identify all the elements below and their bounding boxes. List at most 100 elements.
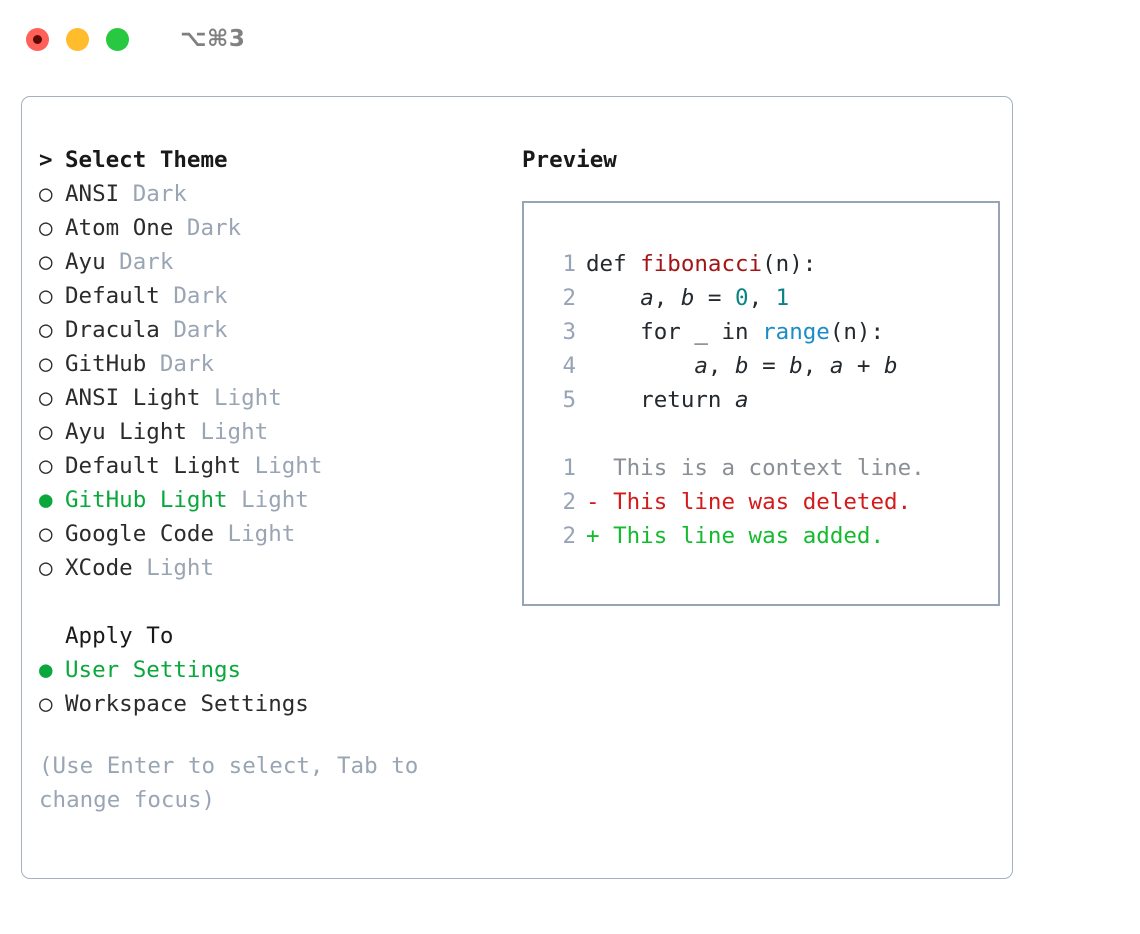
radio-unselected-icon: ○ [39,521,53,547]
code-token-plain: , [802,353,830,379]
main-panel: > Select Theme ○ANSI Dark○Atom One Dark○… [21,96,1013,879]
theme-option-tag: Light [227,487,309,513]
theme-option-xcode[interactable]: ○ XCode Light [39,551,501,585]
code-token-call: range [762,319,830,345]
theme-option-tag: Light [214,521,296,547]
diff-sign: + [586,523,600,549]
apply-to-option-user-settings[interactable]: ●User Settings [39,653,501,687]
diff-line-context: 1 This is a context line. [546,451,998,485]
theme-option-label: ANSI Light [65,385,201,411]
diff-line-text: + This line was added. [586,519,884,553]
code-line: 2 a, b = 0, 1 [546,281,998,315]
radio-unselected-icon: ○ [39,691,53,717]
code-line-number: 1 [562,251,576,277]
theme-option-google-code[interactable]: ○ Google Code Light [39,517,501,551]
code-token-var: b [789,353,803,379]
code-token-var: b [884,353,898,379]
theme-option-label: Atom One [65,215,174,241]
preview-title: Preview [522,147,617,173]
diff-sign: - [586,489,600,515]
code-token-fn: fibonacci [640,251,763,277]
code-line: 4 a, b = b, a + b [546,349,998,383]
keyboard-shortcut-label: ⌥⌘3 [180,26,246,52]
code-line-text: def fibonacci(n): [586,247,816,281]
theme-option-ayu[interactable]: ○ Ayu Dark [39,245,501,279]
code-line-text: for _ in range(n): [586,315,884,349]
theme-option-default-light[interactable]: ○ Default Light Light [39,449,501,483]
theme-option-label: Google Code [65,521,215,547]
window-controls [26,27,129,51]
theme-option-label: Ayu Light [65,419,187,445]
theme-option-ayu-light[interactable]: ○ Ayu Light Light [39,415,501,449]
theme-option-ansi-light[interactable]: ○ANSI Light Light [39,381,501,415]
code-token-var: b [735,353,749,379]
code-sample: 1 def fibonacci(n):2 a, b = 0, 1 3 for _ i… [546,247,998,417]
diff-sign [586,455,600,481]
preview-box: 1 def fibonacci(n):2 a, b = 0, 1 3 for _ i… [522,201,1000,606]
code-token-var: a [694,353,708,379]
theme-option-tag: Dark [173,215,242,241]
radio-unselected-icon: ○ [39,555,53,581]
select-theme-title: Select Theme [65,147,228,173]
radio-selected-icon: ● [39,487,53,513]
code-line: 5 return a [546,383,998,417]
theme-option-label: Ayu [65,249,106,275]
code-token-var: b [680,285,695,311]
code-token-plain: , [653,285,681,311]
diff-line-number: 1 [562,455,576,481]
code-token-plain: for _ in [586,319,763,345]
diff-line-text: This is a context line. [586,451,925,485]
theme-option-label: Default Light [65,453,242,479]
theme-option-dracula[interactable]: ○ Dracula Dark [39,313,501,347]
theme-option-label: GitHub [65,351,147,377]
preview-pane: Preview 1 def fibonacci(n):2 a, b = 0, 1 3… [501,143,1012,878]
apply-to-option-workspace-settings[interactable]: ○ Workspace Settings [39,687,501,721]
theme-option-tag: Dark [159,317,228,343]
diff-text: This line was added. [613,523,885,549]
theme-option-atom-one[interactable]: ○Atom One Dark [39,211,501,245]
code-line-number: 3 [562,319,576,345]
code-token-var: a [640,285,654,311]
apply-to-option-label: Workspace Settings [65,691,309,717]
minimize-button[interactable] [66,27,89,51]
theme-option-ansi[interactable]: ○ANSI Dark [39,177,501,211]
code-line-number: 4 [562,353,576,379]
apply-to-header: Apply To [39,619,501,653]
theme-option-github[interactable]: ○GitHub Dark [39,347,501,381]
diff-line-text: - This line was deleted. [586,485,911,519]
theme-option-label: Default [65,283,160,309]
radio-unselected-icon: ○ [39,249,53,275]
close-button[interactable] [26,27,49,51]
code-line-number: 5 [562,387,576,413]
code-token-plain: = [748,353,790,379]
recording-indicator-icon [33,34,42,44]
code-token-var: a [829,353,844,379]
theme-option-tag: Light [132,555,215,581]
keyboard-hint-text: (Use Enter to select, Tab to change focu… [39,753,419,813]
theme-option-tag: Light [186,419,269,445]
section-spacer [39,585,501,619]
theme-option-tag: Dark [146,351,215,377]
code-line-text: a, b = b, a + b [586,349,898,383]
theme-option-label: XCode [65,555,133,581]
code-token-plain: return [586,387,736,413]
code-token-num: 1 [775,285,790,311]
theme-list: ○ANSI Dark○Atom One Dark○Ayu Dark○Defaul… [39,177,501,585]
radio-unselected-icon: ○ [39,317,53,343]
radio-unselected-icon: ○ [39,419,53,445]
theme-option-tag: Dark [105,249,174,275]
code-token-plain: + [843,353,885,379]
theme-option-github-light[interactable]: ●GitHub Light Light [39,483,501,517]
theme-option-default[interactable]: ○Default Dark [39,279,501,313]
theme-option-tag: Light [241,453,323,479]
radio-unselected-icon: ○ [39,453,53,479]
maximize-button[interactable] [106,27,129,51]
radio-unselected-icon: ○ [39,385,53,411]
title-bar: ⌥⌘3 [0,0,1140,78]
diff-line-number: 2 [562,489,576,515]
theme-option-label: Dracula [65,317,160,343]
apply-to-option-label: User Settings [65,657,242,683]
radio-unselected-icon: ○ [39,283,53,309]
code-token-plain: (n): [829,319,885,345]
